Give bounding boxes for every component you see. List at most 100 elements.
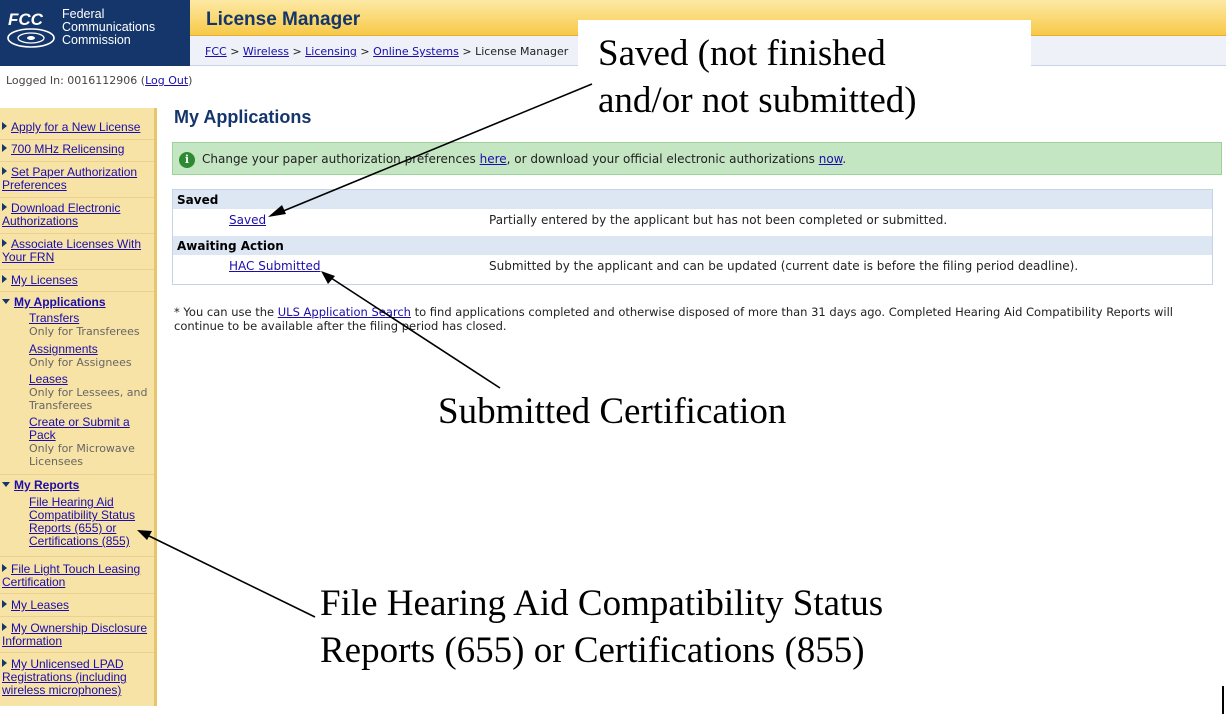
lpad-link[interactable]: My Unlicensed LPAD Registrations (includ… (2, 657, 127, 697)
breadcrumb-wireless[interactable]: Wireless (242, 45, 289, 58)
chevron-right-icon (2, 275, 7, 283)
sidebar-item-associate[interactable]: Associate Licenses With Your FRN (2, 238, 150, 264)
fcc-logo-line3: Commission (62, 33, 131, 47)
leases-note: Only for Lessees, and Transferees (29, 386, 148, 412)
sidebar-subitem-pack[interactable]: Create or Submit a Pack (29, 416, 149, 442)
chevron-down-icon (2, 482, 10, 487)
breadcrumb: FCC > Wireless > Licensing > Online Syst… (205, 45, 568, 58)
sidebar-item-relicensing[interactable]: 700 MHz Relicensing (2, 143, 150, 156)
chevron-right-icon (2, 600, 7, 608)
light-touch-link[interactable]: File Light Touch Leasing Certification (2, 562, 141, 589)
chevron-right-icon (2, 239, 7, 247)
assignments-note: Only for Assignees (29, 356, 132, 369)
sidebar-item-my-applications[interactable]: My Applications (2, 296, 150, 309)
download-auth-link[interactable]: Download Electronic Authorizations (2, 201, 121, 228)
group-title-awaiting: Awaiting Action (177, 239, 284, 253)
logout-link[interactable]: Log Out (145, 74, 189, 87)
chevron-down-icon (2, 299, 10, 304)
sidebar-item-download-auth[interactable]: Download Electronic Authorizations (2, 202, 150, 228)
notice-banner: i Change your paper authorization prefer… (172, 142, 1222, 175)
logged-in-suffix: ) (188, 74, 193, 87)
sidebar-subitem-transfers[interactable]: Transfers (29, 312, 149, 325)
annotation-saved: Saved (not finished and/or not submitted… (598, 30, 917, 124)
associate-link[interactable]: Associate Licenses With Your FRN (2, 237, 142, 264)
sidebar-item-my-licenses[interactable]: My Licenses (2, 274, 150, 287)
annotation-submitted: Submitted Certification (438, 391, 787, 432)
my-applications-link[interactable]: My Applications (14, 295, 106, 309)
ownership-link[interactable]: My Ownership Disclosure Information (2, 621, 148, 648)
sidebar-item-my-reports[interactable]: My Reports (2, 479, 150, 492)
window-edge (1222, 686, 1224, 714)
chevron-right-icon (2, 623, 7, 631)
sidebar-subitem-hac-reports[interactable]: File Hearing Aid Compatibility Status Re… (29, 496, 149, 548)
sidebar-item-apply[interactable]: Apply for a New License (2, 121, 150, 134)
breadcrumb-separator: > (462, 45, 472, 58)
table-row: HAC Submitted Submitted by the applicant… (173, 255, 1212, 274)
app-title: License Manager (206, 9, 361, 30)
fcc-logo-line2: Communications (62, 20, 156, 34)
row-description: Submitted by the applicant and can be up… (489, 259, 1079, 273)
notice-text-middle: , or download your official electronic a… (506, 152, 819, 166)
breadcrumb-licensing[interactable]: Licensing (305, 45, 357, 58)
footnote: * You can use the ULS Application Search… (174, 305, 1209, 333)
leases-link[interactable]: Leases (29, 372, 68, 386)
sidebar-subitem-assignments[interactable]: Assignments (29, 343, 149, 356)
applications-table: Saved Saved Partially entered by the app… (172, 189, 1213, 285)
hac-reports-link[interactable]: File Hearing Aid Compatibility Status Re… (29, 495, 136, 548)
fcc-logo-mark: FCC (8, 10, 44, 29)
breadcrumb-separator: > (360, 45, 370, 58)
relicensing-link[interactable]: 700 MHz Relicensing (11, 142, 125, 156)
annotation-saved-line2: and/or not submitted) (598, 80, 917, 121)
fcc-logo[interactable]: FCC Federal Communications Commission (0, 0, 190, 66)
hac-submitted-link[interactable]: HAC Submitted (229, 259, 321, 273)
table-group-header: Awaiting Action (173, 236, 1212, 255)
logged-in-status: Logged In: 0016112906 (Log Out) (6, 74, 192, 87)
my-reports-link[interactable]: My Reports (14, 478, 80, 492)
chevron-right-icon (2, 203, 7, 211)
chevron-right-icon (2, 564, 7, 572)
annotation-saved-line1: Saved (not finished (598, 33, 886, 74)
paper-auth-link[interactable]: Set Paper Authorization Preferences (2, 165, 138, 192)
breadcrumb-fcc[interactable]: FCC (205, 45, 227, 58)
annotation-file-line2: Reports (655) or Certifications (855) (320, 630, 865, 671)
sidebar-item-lpad[interactable]: My Unlicensed LPAD Registrations (includ… (2, 658, 150, 697)
sidebar: Apply for a New License 700 MHz Relicens… (0, 108, 157, 706)
breadcrumb-online-systems[interactable]: Online Systems (373, 45, 459, 58)
apply-link[interactable]: Apply for a New License (11, 120, 141, 134)
breadcrumb-separator: > (292, 45, 302, 58)
sidebar-item-ownership[interactable]: My Ownership Disclosure Information (2, 622, 150, 648)
assignments-link[interactable]: Assignments (29, 342, 98, 356)
saved-link[interactable]: Saved (229, 213, 267, 227)
footnote-before: * You can use the (174, 305, 278, 319)
notice-text: Change your paper authorization preferen… (202, 152, 846, 166)
annotation-file-line1: File Hearing Aid Compatibility Status (320, 583, 884, 624)
sidebar-item-my-leases[interactable]: My Leases (2, 599, 150, 612)
pack-link[interactable]: Create or Submit a Pack (29, 415, 130, 442)
notice-now-link[interactable]: now (818, 152, 843, 166)
transfers-link[interactable]: Transfers (29, 311, 80, 325)
annotation-file-reports: File Hearing Aid Compatibility Status Re… (320, 580, 883, 674)
my-licenses-link[interactable]: My Licenses (11, 273, 78, 287)
row-description: Partially entered by the applicant but h… (489, 213, 948, 227)
group-title-saved: Saved (177, 193, 219, 207)
chevron-right-icon (2, 122, 7, 130)
notice-text-before: Change your paper authorization preferen… (202, 152, 480, 166)
sidebar-item-light-touch[interactable]: File Light Touch Leasing Certification (2, 563, 150, 589)
annotation-saved-box (578, 20, 1031, 128)
transfers-note: Only for Transferees (29, 325, 140, 338)
my-leases-link[interactable]: My Leases (11, 598, 70, 612)
fcc-logo-text: Federal Communications Commission (62, 8, 155, 47)
pack-note: Only for Microwave Licensees (29, 442, 135, 468)
table-group-header: Saved (173, 190, 1212, 209)
table-row: Saved Partially entered by the applicant… (173, 209, 1212, 228)
sidebar-item-paper-auth[interactable]: Set Paper Authorization Preferences (2, 166, 150, 192)
uls-search-link[interactable]: ULS Application Search (277, 305, 411, 319)
breadcrumb-current: License Manager (475, 45, 569, 58)
chevron-right-icon (2, 167, 7, 175)
fcc-logo-line1: Federal (62, 7, 105, 21)
notice-here-link[interactable]: here (479, 152, 507, 166)
logged-in-text: Logged In: 0016112906 ( (6, 74, 146, 87)
chevron-right-icon (2, 144, 7, 152)
sidebar-subitem-leases[interactable]: Leases (29, 373, 149, 386)
notice-text-after: . (842, 152, 847, 166)
